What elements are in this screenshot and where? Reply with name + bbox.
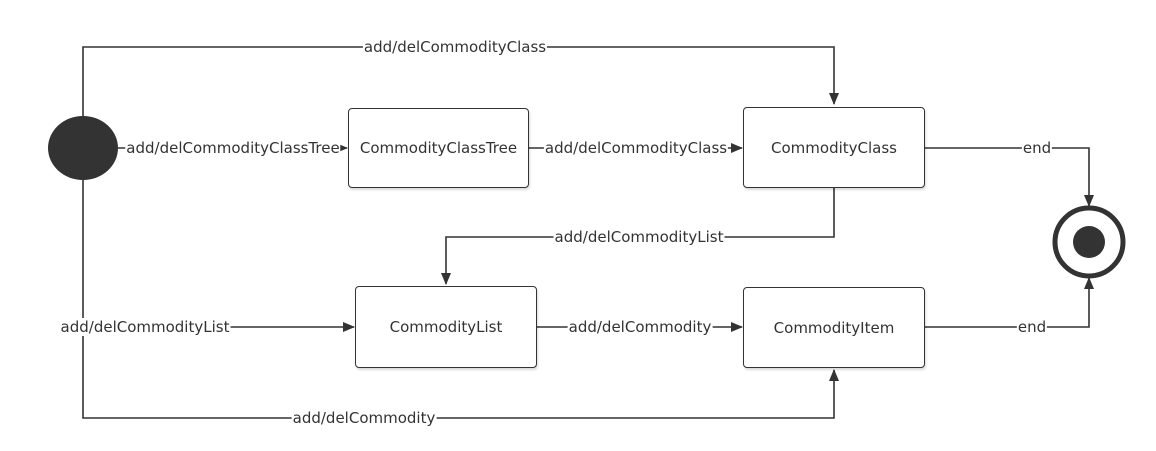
label-class-to-list: add/delCommodityList	[553, 228, 725, 246]
label-start-to-class: add/delCommodityClass	[362, 38, 548, 56]
edge-class-to-end	[925, 147, 1094, 207]
label-start-to-item: add/delCommodity	[291, 409, 437, 427]
label-item-to-end: end	[1016, 318, 1048, 336]
initial-state	[48, 116, 118, 180]
state-commodity-class: CommodityClass	[743, 107, 925, 188]
edge-start-to-class	[82, 46, 839, 116]
label-list-to-item: add/delCommodity	[567, 318, 713, 336]
state-commodity-item: CommodityItem	[743, 287, 925, 368]
state-commodity-class-tree: CommodityClassTree	[348, 108, 529, 188]
label-start-to-tree: add/delCommodityClassTree	[125, 139, 341, 157]
label-start-to-list: add/delCommodityList	[59, 318, 231, 336]
state-commodity-list: CommodityList	[355, 286, 537, 368]
edge-item-to-end	[925, 277, 1094, 328]
final-state	[1052, 205, 1126, 279]
label-class-to-end: end	[1021, 139, 1053, 157]
edge-start-to-item	[82, 180, 839, 419]
label-tree-to-class: add/delCommodityClass	[543, 139, 729, 157]
